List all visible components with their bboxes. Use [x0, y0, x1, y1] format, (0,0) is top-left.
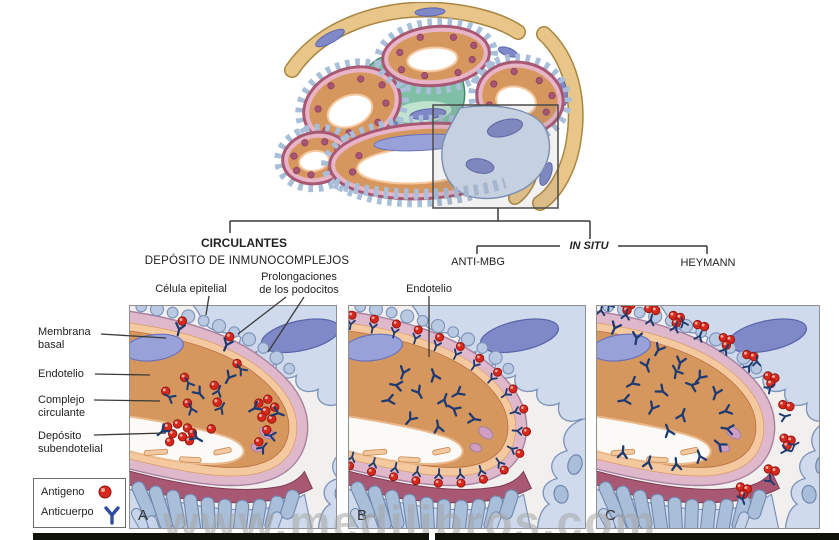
tree-label-circulantes: CIRCULANTES [201, 236, 287, 250]
antigen-icon [98, 485, 112, 499]
panel-a-letter: A [138, 507, 149, 524]
label-celula-epitelial: Célula epitelial [155, 283, 227, 295]
label-endotelio: Endotelio [38, 368, 84, 380]
legend-symbols [98, 485, 120, 525]
tree-label-heymann: HEYMANN [680, 257, 736, 269]
watermark-text: www.medilibros.com [163, 496, 658, 540]
legend-box: Antigeno Anticuerpo [33, 478, 126, 528]
panel-b-letter: B [357, 507, 368, 524]
cropped-image-strip-left [33, 533, 429, 540]
label-deposito-subendotelial: subendotelial [38, 443, 103, 455]
panel-c-letter: C [605, 507, 616, 524]
label-complejo: Complejo [38, 394, 85, 406]
panel-c-illustration [597, 306, 819, 528]
panel-a-deposito-inmunocomplejos: A [129, 305, 337, 529]
panel-b-anti-mbg: B [348, 305, 586, 529]
legend-antigen-label: Antigeno [41, 486, 85, 498]
tree-label-deposito-inmunocomplejos: DEPÓSITO DE INMUNOCOMPLEJOS [144, 255, 350, 267]
panel-a-illustration [130, 306, 336, 528]
tree-label-in-situ: IN SITU [569, 240, 609, 252]
label-deposito: Depósito [38, 430, 82, 442]
label-complejo-circulante: circulante [38, 407, 86, 419]
antibody-icon [104, 506, 120, 525]
legend-antibody-label: Anticuerpo [41, 506, 94, 518]
tree-label-anti-mbg: ANTI-MBG [451, 256, 505, 268]
label-prolongaciones-line1: Prolongaciones [261, 271, 337, 283]
label-membrana: Membrana [38, 326, 91, 338]
label-endotelio-panel-b: Endotelio [406, 283, 452, 295]
panel-c-heymann: C [596, 305, 820, 529]
panel-b-illustration [349, 306, 585, 528]
label-membrana-basal: basal [38, 339, 65, 351]
label-prolongaciones-line2: de los podocitos [259, 284, 339, 296]
cropped-image-strip-right [435, 533, 839, 540]
glomerulus-illustration [274, 2, 584, 211]
